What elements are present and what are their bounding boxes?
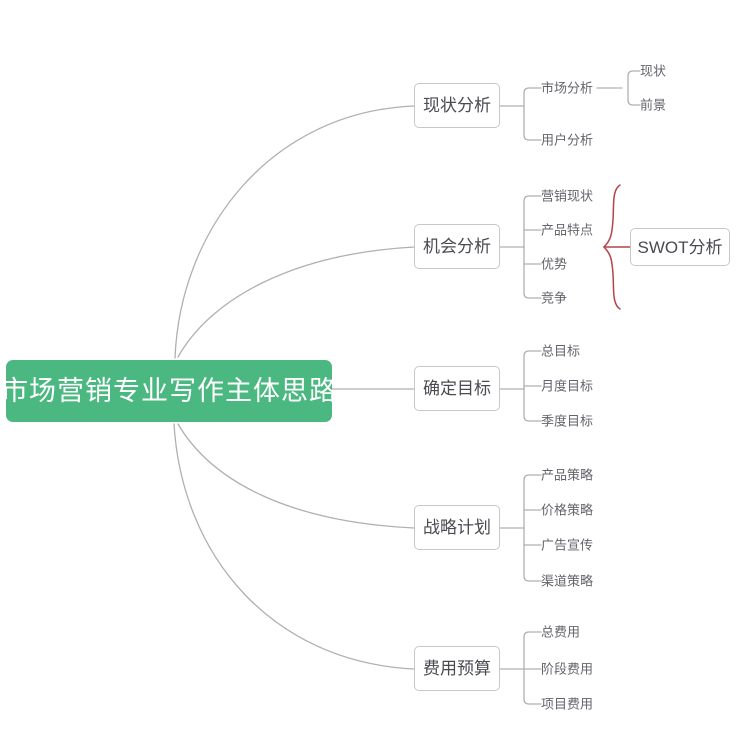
branch-node-5[interactable]: 费用预算 <box>414 646 500 691</box>
curve-root-to-branch-2 <box>177 246 415 358</box>
bracket-branch-1 <box>523 87 542 141</box>
branch-node-4-label: 战略计划 <box>423 518 491 537</box>
branch-node-2-label: 机会分析 <box>423 237 491 256</box>
root-node-label: 市场营销专业写作主体思路 <box>1 375 337 406</box>
curve-root-to-branch-5 <box>173 423 415 670</box>
leaf-label-jingzheng[interactable]: 竞争 <box>541 290 568 306</box>
leaf-label-jidu-mubiao[interactable]: 季度目标 <box>541 413 594 429</box>
leaf-label-yonghu-fenxi[interactable]: 用户分析 <box>541 132 594 148</box>
branch-node-4[interactable]: 战略计划 <box>414 505 500 550</box>
branch-node-3[interactable]: 确定目标 <box>414 366 500 411</box>
leaf-label-xiangmu-feiyong[interactable]: 项目费用 <box>541 696 594 712</box>
branch-node-2[interactable]: 机会分析 <box>414 224 500 269</box>
bracket-branch-4 <box>523 474 542 582</box>
leaf-label-qudao-celue[interactable]: 渠道策略 <box>541 573 594 589</box>
swot-curly-brace <box>602 184 621 310</box>
swot-group-node[interactable]: SWOT分析 <box>630 228 730 266</box>
leaf-label-zong-feiyong[interactable]: 总费用 <box>541 624 581 640</box>
leaf-label-qianjing[interactable]: 前景 <box>640 97 667 113</box>
leaf-label-youshi[interactable]: 优势 <box>541 256 568 272</box>
bracket-branch-5 <box>523 631 542 705</box>
root-node[interactable]: 市场营销专业写作主体思路 <box>1 360 336 422</box>
branch-node-1-label: 现状分析 <box>423 96 491 115</box>
leaf-label-guanggao-xuanchuan[interactable]: 广告宣传 <box>541 537 594 553</box>
curve-root-to-branch-4 <box>177 423 415 529</box>
swot-group-node-label: SWOT分析 <box>637 237 723 257</box>
curve-root-to-branch-1 <box>174 105 415 359</box>
leaf-label-yingxiao-xianzhuang[interactable]: 营销现状 <box>541 188 594 204</box>
branch-node-5-label: 费用预算 <box>423 659 491 678</box>
leaf-label-chanpin-tedian[interactable]: 产品特点 <box>541 222 594 238</box>
leaf-label-jieduan-feiyong[interactable]: 阶段费用 <box>541 661 594 677</box>
leaf-label-zong-mubiao[interactable]: 总目标 <box>541 343 581 359</box>
leaf-label-chanpin-celue[interactable]: 产品策略 <box>541 467 594 483</box>
leaf-label-yuedu-mubiao[interactable]: 月度目标 <box>541 378 594 394</box>
leaf-label-xianzhuang[interactable]: 现状 <box>640 63 667 79</box>
bracket-branch-3 <box>523 350 542 422</box>
branch-node-3-label: 确定目标 <box>423 379 491 398</box>
bracket-shichang <box>627 70 641 106</box>
leaf-label-jiage-celue[interactable]: 价格策略 <box>541 502 594 518</box>
leaf-label-shichang-fenxi[interactable]: 市场分析 <box>541 80 594 96</box>
branch-node-1[interactable]: 现状分析 <box>414 83 500 128</box>
bracket-branch-2 <box>523 195 542 299</box>
